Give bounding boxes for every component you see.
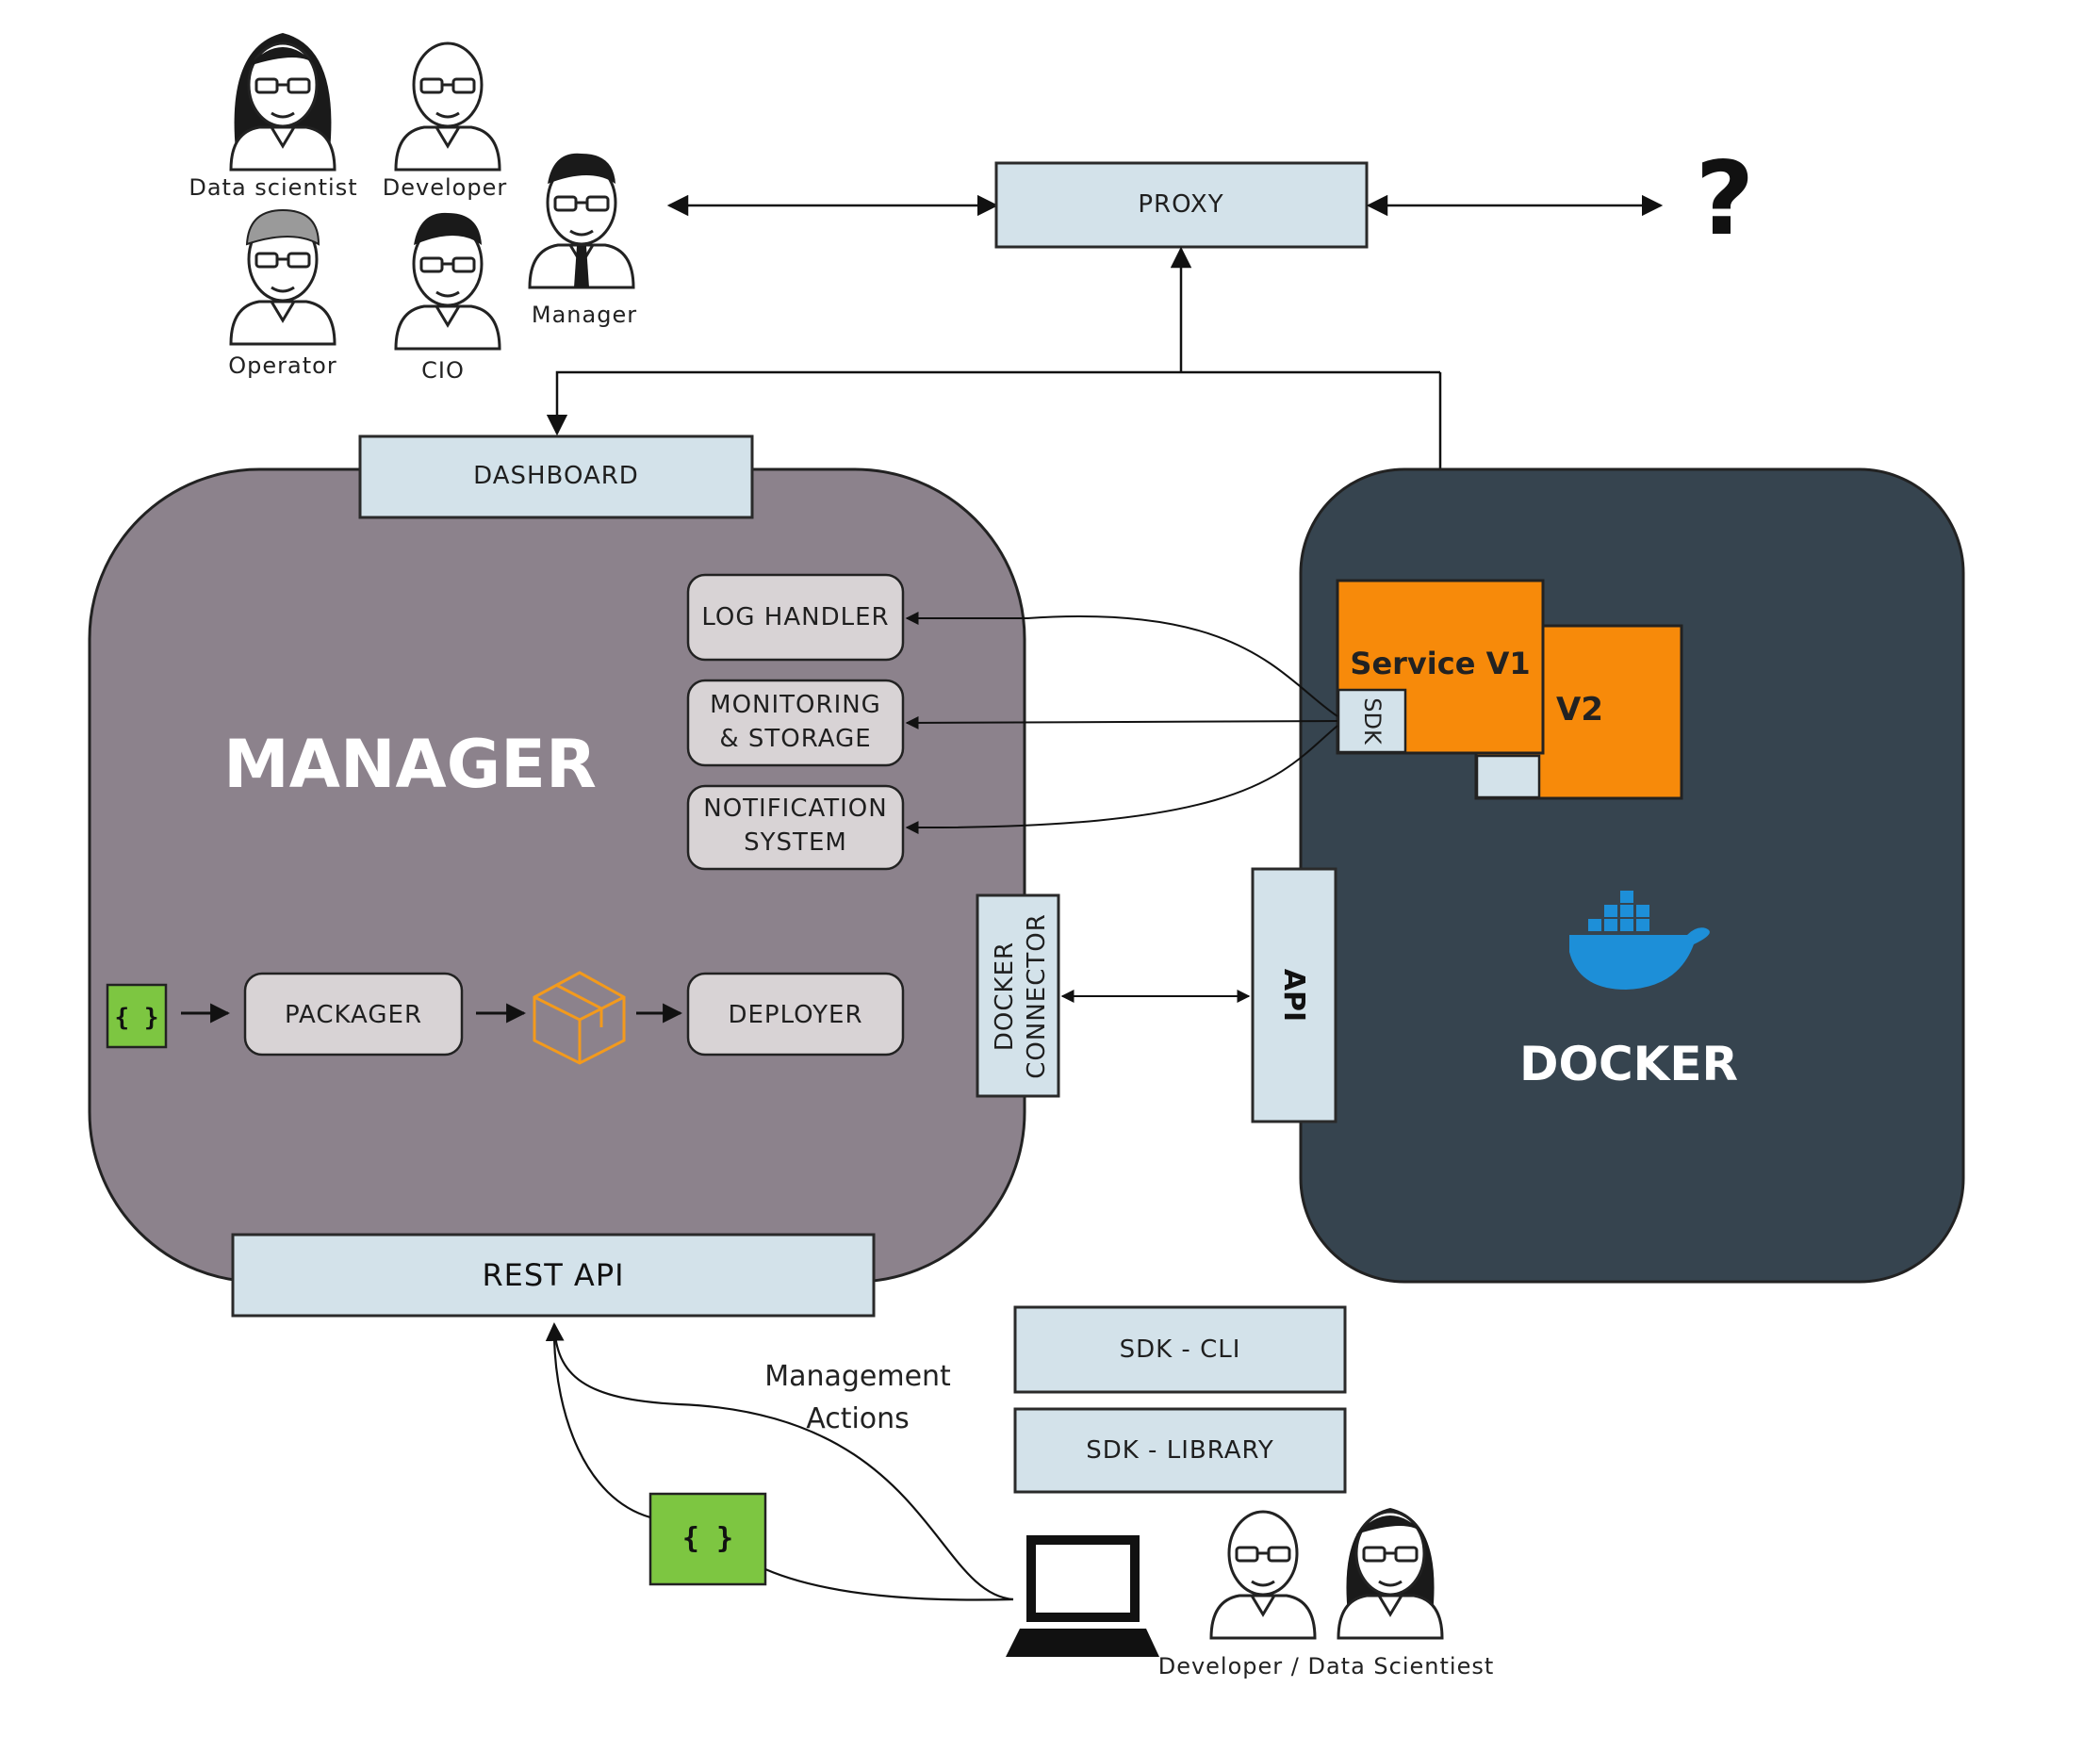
dashboard-box[interactable] — [358, 434, 754, 519]
proxy-dashboard-line — [546, 370, 1440, 436]
notification-label-line1: NOTIFICATION — [703, 795, 887, 823]
service-v2-sdk — [1475, 754, 1541, 799]
laptop-restapi-curve-2 — [552, 1337, 1014, 1601]
data-scientist-avatar — [229, 33, 336, 172]
rest-api-label: REST API — [482, 1257, 624, 1293]
data-scientist-bottom-avatar — [1337, 1508, 1444, 1640]
deployer-box[interactable] — [686, 972, 905, 1057]
management-actions-line2: Actions — [806, 1402, 910, 1435]
sdk-cli-label: SDK - CLI — [1120, 1335, 1241, 1364]
service-v1-label: Service V1 — [1350, 646, 1530, 681]
sdk-label: SDK — [1359, 697, 1386, 745]
operator-label: Operator — [228, 352, 336, 379]
sdk-library-box[interactable] — [1013, 1407, 1347, 1494]
service-v1-sdk — [1337, 688, 1407, 754]
package-box-icon — [533, 971, 626, 1065]
sdk-log-curve — [905, 612, 1338, 717]
docker-whale-icon — [1569, 891, 1710, 990]
docker-connector-label-line2: CONNECTOR — [1023, 913, 1051, 1079]
docker-title: DOCKER — [1519, 1037, 1738, 1091]
developer-label: Developer — [383, 174, 507, 201]
json-config-label: { } — [115, 1004, 159, 1032]
cio-avatar — [394, 212, 501, 351]
sdk-library-label: SDK - LIBRARY — [1086, 1436, 1274, 1465]
unknown-label: ? — [1696, 140, 1755, 258]
docker-api-box[interactable] — [1251, 867, 1337, 1123]
notification-system-box[interactable] — [686, 784, 905, 871]
dashboard-label: DASHBOARD — [473, 462, 639, 490]
operator-avatar — [229, 208, 336, 346]
laptop-restapi-curve-1 — [545, 1322, 1014, 1601]
deployer-label: DEPLOYER — [728, 1001, 862, 1029]
developer-data-scientist-label: Developer / Data Scientiest — [1158, 1653, 1495, 1679]
sdk-monitoring-curve — [905, 715, 1338, 729]
monitoring-storage-box[interactable] — [686, 679, 905, 767]
notification-label-line2: SYSTEM — [744, 828, 847, 857]
docker-api-label: API — [1277, 969, 1310, 1022]
manager-title: MANAGER — [223, 726, 597, 803]
sdk-notification-curve — [905, 725, 1338, 835]
cio-label: CIO — [421, 357, 465, 384]
manager-avatar — [528, 153, 635, 289]
log-handler-label: LOG HANDLER — [701, 603, 889, 631]
docker-connector-box[interactable] — [976, 893, 1060, 1098]
docker-connector-label-line1: DOCKER — [991, 942, 1019, 1051]
packager-label: PACKAGER — [285, 1001, 422, 1029]
manager-label: Manager — [532, 302, 637, 328]
monitoring-label-line2: & STORAGE — [719, 725, 871, 753]
data-scientist-label: Data scientist — [189, 174, 357, 201]
management-actions-line1: Management — [764, 1360, 951, 1393]
sdk-cli-box[interactable] — [1013, 1305, 1347, 1394]
log-handler-box[interactable] — [686, 573, 905, 662]
proxy-label: PROXY — [1138, 190, 1223, 219]
laptop-icon — [1006, 1535, 1159, 1657]
packager-box[interactable] — [243, 972, 464, 1057]
developer-avatar — [394, 41, 501, 172]
json-payload-icon — [648, 1492, 767, 1586]
developer-bottom-avatar — [1209, 1510, 1317, 1640]
service-v2-label: V2 — [1556, 691, 1603, 729]
json-config-icon — [106, 983, 168, 1049]
json-payload-label: { } — [682, 1522, 733, 1555]
monitoring-label-line1: MONITORING — [710, 691, 881, 719]
rest-api-box[interactable] — [231, 1233, 876, 1318]
